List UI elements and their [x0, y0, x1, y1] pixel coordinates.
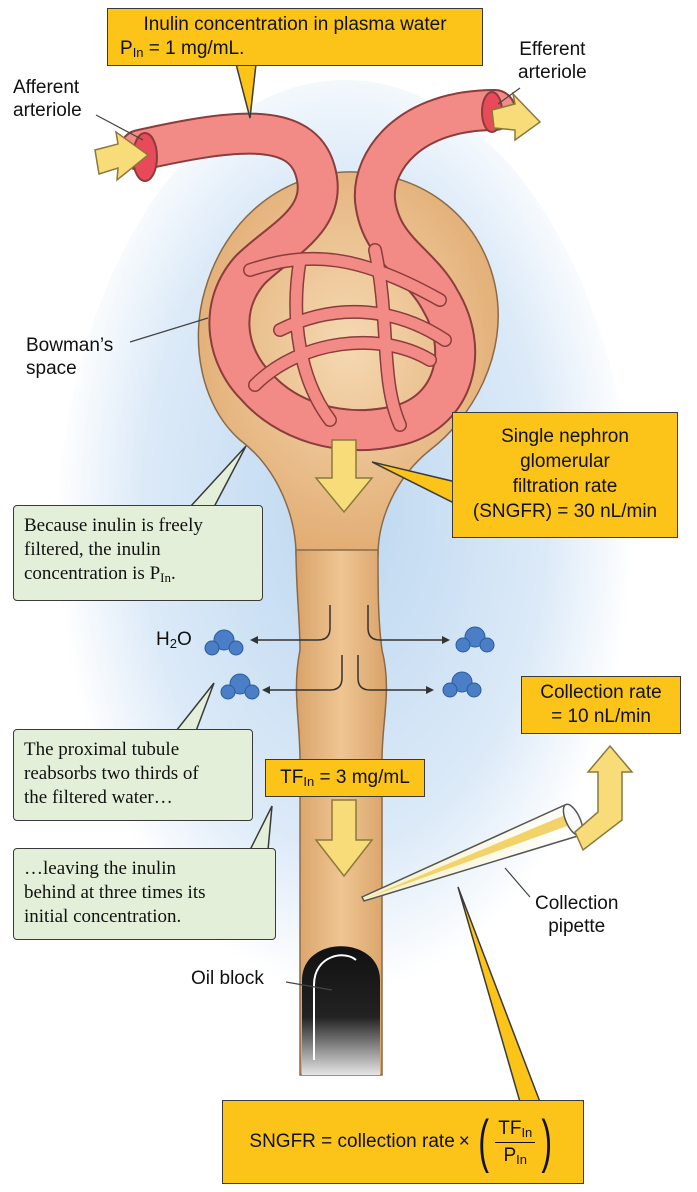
leaving-line1: …leaving the inulin [24, 858, 176, 879]
reabsorbs-note: The proximal tubule reabsorbs two thirds… [13, 729, 253, 821]
water-molecule-1 [204, 629, 244, 656]
leaving-line2: behind at three times its [24, 882, 206, 903]
plasma-concentration-callout: Inulin concentration in plasma water PIn… [107, 8, 483, 66]
freely-line2: filtered, the inulin [24, 539, 161, 560]
tf-text: TFIn = 3 mg/mL [280, 767, 410, 789]
formula-callout: SNGFR = collection rate × ( TFIn PIn ) [222, 1100, 584, 1184]
reabsorbs-line2: reabsorbs two thirds of [24, 763, 199, 784]
glomerulus [119, 89, 516, 452]
afferent-arrow [94, 130, 150, 182]
sngfr-line2: glomerular [520, 451, 610, 472]
sngfr-line3: filtration rate [512, 476, 618, 497]
bowman-label: Bowman’s space [26, 335, 114, 379]
oil-block [302, 946, 380, 1075]
water-molecule-3 [220, 673, 260, 700]
formula-numerator: TFIn [495, 1118, 536, 1143]
leaving-note: …leaving the inulin behind at three time… [13, 848, 276, 940]
plasma-callout-line1: Inulin concentration in plasma water [143, 14, 447, 35]
sngfr-line4: (SNGFR) = 30 nL/min [472, 501, 658, 522]
water-arrowheads [250, 636, 450, 694]
collection-rate-line2: = 10 nL/min [551, 706, 651, 727]
collection-rate-callout: Collection rate = 10 nL/min [521, 676, 681, 734]
efferent-arrow [491, 91, 542, 142]
plasma-callout-line2: PIn = 1 mg/mL. [120, 38, 245, 60]
efferent-label: Efferent arteriole [518, 39, 587, 83]
reabsorbs-line1: The proximal tubule [24, 739, 180, 760]
formula-denominator: PIn [503, 1144, 528, 1167]
reabsorbs-line3: the filtered water… [24, 787, 173, 808]
filtration-arrow [314, 439, 374, 514]
formula-lhs: SNGFR = collection rate [249, 1131, 455, 1152]
collection-arrow [574, 744, 634, 852]
freely-filtered-note: Because inulin is freely filtered, the i… [13, 505, 263, 601]
leaving-line3: initial concentration. [24, 906, 182, 927]
formula-left-paren: ( [478, 1109, 489, 1174]
leader-lines [95, 87, 531, 991]
sngfr-line1: Single nephron [501, 426, 629, 447]
pipette-label: Collection pipette [535, 893, 619, 937]
water-molecule-4 [442, 671, 482, 698]
collection-rate-line1: Collection rate [540, 682, 662, 703]
freely-line1: Because inulin is freely [24, 515, 203, 536]
sngfr-callout: Single nephron glomerular filtration rat… [452, 412, 678, 538]
water-molecule-2 [455, 626, 495, 653]
tf-callout: TFIn = 3 mg/mL [265, 759, 425, 797]
freely-line3: concentration is PIn. [24, 563, 176, 585]
flow-down-arrow [314, 799, 374, 878]
oil-block-label: Oil block [191, 968, 264, 989]
water-molecules [204, 626, 495, 700]
afferent-label: Afferent arteriole [13, 77, 82, 121]
water-arrows [252, 605, 448, 691]
formula-times: × [458, 1131, 470, 1152]
water-label: H2O [156, 629, 192, 651]
formula-right-paren: ) [541, 1109, 553, 1174]
formula-fraction: TFIn PIn [495, 1118, 536, 1167]
oil-highlight [313, 954, 357, 1060]
